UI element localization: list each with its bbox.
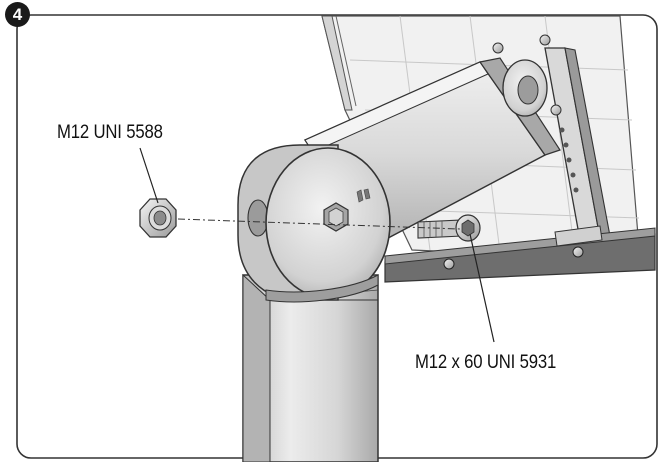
step-number-badge: 4 (5, 2, 30, 27)
vertical-bracket (492, 34, 611, 241)
bolt-leader-line (469, 233, 495, 343)
nut-leader-line (139, 147, 159, 204)
nut-callout-label: M12 UNI 5588 (57, 122, 163, 143)
bolt (417, 214, 481, 242)
hex-nut (139, 198, 177, 238)
assembly-axis-line (177, 218, 461, 230)
support-pole (242, 273, 379, 462)
bolt-callout-label: M12 x 60 UNI 5931 (415, 352, 557, 373)
horizontal-rail (384, 225, 656, 283)
